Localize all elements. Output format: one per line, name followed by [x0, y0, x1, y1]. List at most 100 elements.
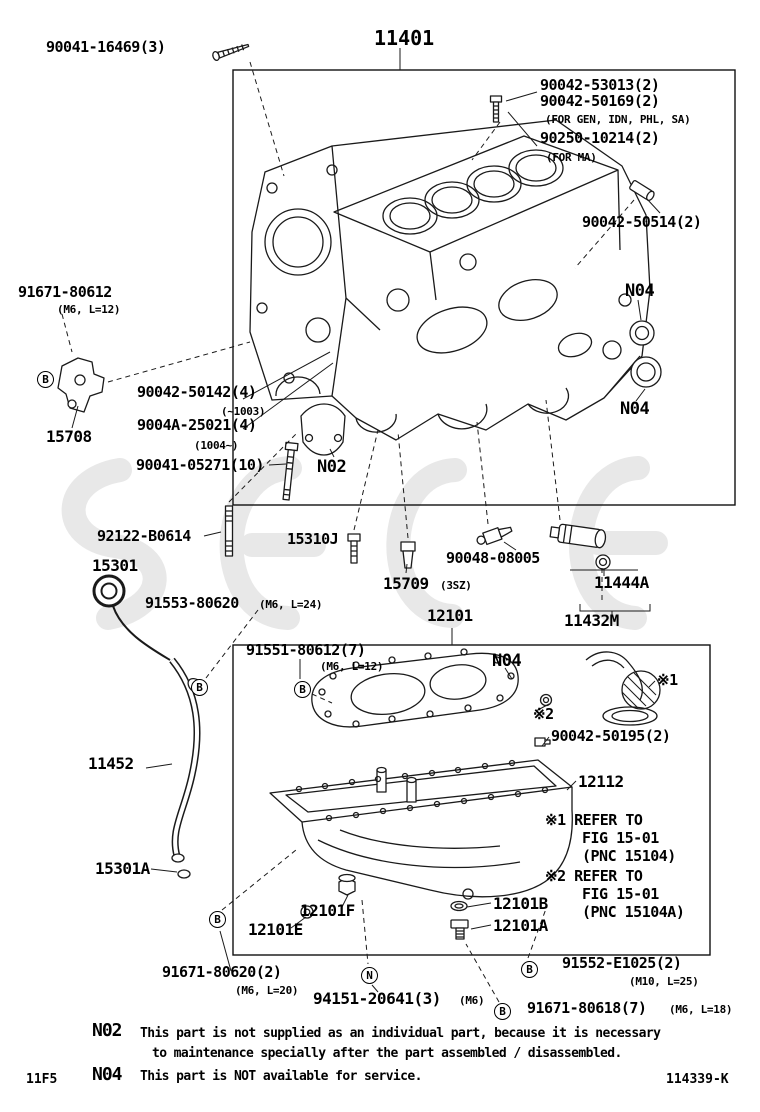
- assembly-boxes: [232, 69, 736, 956]
- part-label-12101E: 12101E: [248, 920, 303, 939]
- refer-note-1-line2: FIG 15-01: [582, 829, 659, 847]
- qualifier-m6-l20: (M6, L=20): [235, 984, 299, 997]
- bearing-cap-drawing: [300, 403, 346, 456]
- part-label-12101A: 12101A: [493, 916, 548, 935]
- seal-ring-icon: [630, 356, 662, 388]
- qualifier-for-gen: (FOR GEN, IDN, PHL, SA): [545, 113, 691, 126]
- qualifier-m6-l12: (M6, L=12): [320, 660, 384, 673]
- refer-note-2-line3: (PNC 15104A): [582, 903, 685, 921]
- part-label-91671-80618: 91671-80618(7): [527, 999, 647, 1017]
- refer-note-1-line3: (PNC 15104): [582, 847, 676, 865]
- note-ref-n04: N04: [620, 399, 650, 419]
- qualifier-m6-l24: (M6, L=24): [259, 598, 323, 611]
- engine-block-drawing: [249, 119, 651, 441]
- part-label-15310J: 15310J: [287, 530, 339, 548]
- part-label-90042-50514: 90042-50514(2): [582, 213, 702, 231]
- qualifier-m6: (M6): [459, 994, 485, 1007]
- part-label-90048-08005: 90048-08005: [446, 549, 540, 567]
- document-code: 114339-K: [666, 1072, 729, 1087]
- washer-icon: [300, 905, 314, 919]
- note-ref-n02: N02: [317, 457, 347, 477]
- oil-switch-icon: [476, 526, 513, 546]
- qualifier-range-1003: (~1003): [221, 405, 266, 418]
- callout-b: B: [191, 679, 208, 696]
- drain-plug-icon: [450, 919, 469, 940]
- ref-mark-2: ※2: [533, 705, 554, 723]
- refer-note-2-line2: FIG 15-01: [582, 885, 659, 903]
- o-ring-ref2: [539, 693, 553, 707]
- part-label-92122-B0614: 92122-B0614: [97, 527, 191, 545]
- part-label-90042-50195: 90042-50195(2): [551, 727, 671, 745]
- refer-note-1-line1: ※1 REFER TO: [545, 811, 643, 829]
- lower-hardware-parts: [300, 737, 551, 940]
- note-ref-n04: N04: [492, 651, 522, 671]
- pan-rim-bolt-holes: [295, 759, 549, 822]
- bolt-icon: [347, 533, 361, 564]
- qualifier-m6-l12: (M6, L=12): [57, 303, 121, 316]
- callout-b: B: [294, 681, 311, 698]
- footnote-n02-code: N02: [92, 1020, 122, 1041]
- qualifier-for-ma: (FOR MA): [546, 151, 597, 164]
- oil-union-drawing: [549, 523, 607, 549]
- callout-b: B: [209, 911, 226, 928]
- part-label-90042-53013: 90042-53013(2): [540, 76, 660, 94]
- part-label-90041-05271: 90041-05271(10): [136, 456, 264, 474]
- dashed-leader-lines: [61, 61, 635, 1003]
- ref-mark-1: ※1: [657, 671, 678, 689]
- bolt-icon: [489, 95, 503, 123]
- dipstick-drawing: [92, 574, 171, 661]
- qualifier-range-1004: (1004~): [194, 439, 239, 452]
- part-label-12101F: 12101F: [300, 901, 355, 920]
- note-ref-n04: N04: [625, 281, 655, 301]
- part-label-91553-80620: 91553-80620: [145, 594, 239, 612]
- part-label-11401: 11401: [374, 26, 435, 50]
- part-label-11444A: 11444A: [594, 573, 649, 592]
- screw-icon: [212, 43, 250, 62]
- oil-nozzle-drawing: [57, 357, 105, 413]
- part-label-94151-20641: 94151-20641(3): [313, 989, 441, 1008]
- oil-pan-gasket-drawing: [311, 648, 519, 728]
- callout-b: B: [494, 1003, 511, 1020]
- callout-b: B: [37, 371, 54, 388]
- footnote-n02-line1: This part is not supplied as an individu…: [140, 1026, 661, 1041]
- part-label-91671-80612: 91671-80612: [18, 283, 112, 301]
- long-bolt-icon: [282, 441, 299, 501]
- footnote-n04-code: N04: [92, 1064, 122, 1085]
- part-label-11452: 11452: [88, 754, 134, 773]
- part-label-12101: 12101: [427, 606, 473, 625]
- leader-lines: [71, 48, 661, 993]
- qualifier-m10-l25: (M10, L=25): [629, 975, 699, 988]
- part-label-15709: 15709: [383, 574, 429, 593]
- stud-icon: [224, 505, 234, 557]
- part-label-91671-80620: 91671-80620(2): [162, 963, 282, 981]
- oil-pump-pickup-drawing: [539, 651, 661, 726]
- part-label-12112: 12112: [578, 772, 624, 791]
- part-label-90250-10214: 90250-10214(2): [540, 129, 660, 147]
- drain-gasket-icon: [450, 900, 468, 912]
- part-label-11432M: 11432M: [564, 611, 619, 630]
- o-ring-15301a: [177, 869, 191, 879]
- plug-icon: [629, 180, 655, 202]
- dome-nut-icon: [338, 873, 356, 896]
- hardware-parts: [57, 43, 662, 570]
- callout-b: B: [521, 961, 538, 978]
- part-label-90041-16469: 90041-16469(3): [46, 38, 166, 56]
- part-label-9004A-25021: 9004A-25021(4): [137, 416, 257, 434]
- o-ring-icon: [595, 554, 611, 570]
- footnote-n04-text: This part is NOT available for service.: [140, 1069, 422, 1084]
- refer-note-2-line1: ※2 REFER TO: [545, 867, 643, 885]
- qualifier-3sz: (3SZ): [440, 579, 472, 592]
- part-label-12101B: 12101B: [493, 894, 548, 913]
- taper-plug-icon: [400, 541, 416, 569]
- qualifier-m6-l18: (M6, L=18): [669, 1003, 733, 1016]
- part-label-15301: 15301: [92, 556, 138, 575]
- part-label-15708: 15708: [46, 427, 92, 446]
- footnote-n02-line2: to maintenance specially after the part …: [152, 1046, 622, 1061]
- part-label-90042-50142: 90042-50142(4): [137, 383, 257, 401]
- part-label-91552-E1025: 91552-E1025(2): [562, 954, 682, 972]
- part-label-91551-80612: 91551-80612(7): [246, 641, 366, 659]
- part-label-90042-50169: 90042-50169(2): [540, 92, 660, 110]
- callout-n: N: [361, 967, 378, 984]
- seal-ring-icon: [629, 320, 655, 346]
